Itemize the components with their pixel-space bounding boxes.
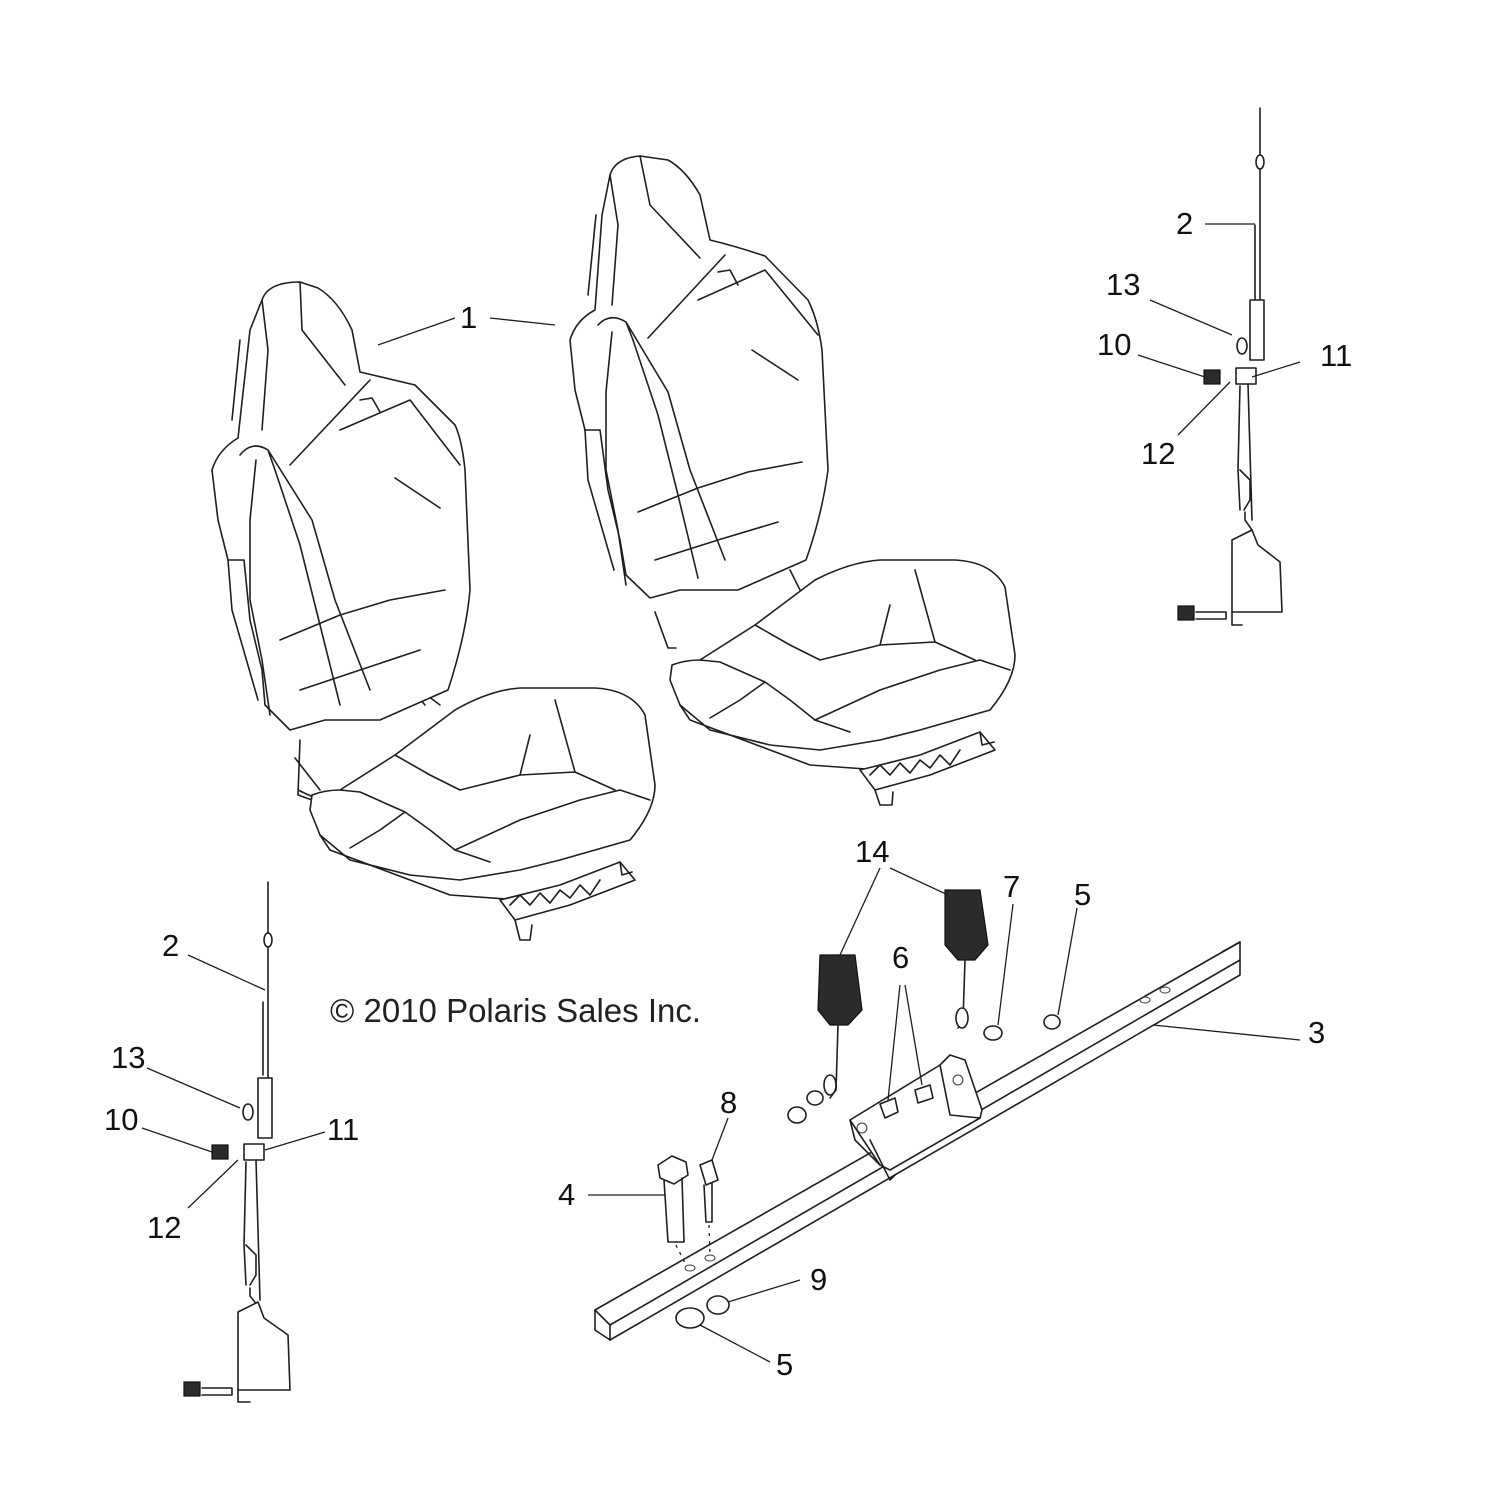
callout-11-lower: 11 — [327, 1112, 359, 1147]
callout-10-upper: 10 — [1097, 327, 1131, 362]
callout-13-upper: 13 — [1106, 267, 1140, 302]
upper-belt-assembly — [1177, 107, 1283, 626]
left-seat — [211, 281, 656, 941]
callout-7: 7 — [1003, 869, 1020, 904]
callout-5-upper: 5 — [1074, 877, 1091, 912]
callout-9: 9 — [810, 1262, 827, 1297]
callout-8: 8 — [720, 1085, 737, 1120]
callout-labels: 1 2 13 10 11 12 2 13 10 11 12 14 7 5 6 3… — [104, 206, 1352, 1382]
callout-2-lower: 2 — [162, 928, 179, 963]
copyright-notice: © 2010 Polaris Sales Inc. — [330, 992, 701, 1029]
callout-13-lower: 13 — [111, 1040, 145, 1075]
callout-11-upper: 11 — [1320, 338, 1352, 373]
leader-lines — [141, 223, 1301, 1363]
callout-12-upper: 12 — [1141, 436, 1175, 471]
callout-5-lower: 5 — [776, 1347, 793, 1382]
callout-3: 3 — [1308, 1015, 1325, 1050]
crossbar-assembly — [594, 889, 1241, 1341]
callout-10-lower: 10 — [104, 1102, 138, 1137]
right-seat — [569, 155, 1016, 806]
callout-2-upper: 2 — [1176, 206, 1193, 241]
callout-6: 6 — [892, 940, 909, 975]
callout-4: 4 — [558, 1177, 575, 1212]
callout-1: 1 — [460, 300, 477, 335]
callout-14: 14 — [855, 834, 889, 869]
lower-belt-assembly — [183, 881, 291, 1403]
callout-12-lower: 12 — [147, 1210, 181, 1245]
